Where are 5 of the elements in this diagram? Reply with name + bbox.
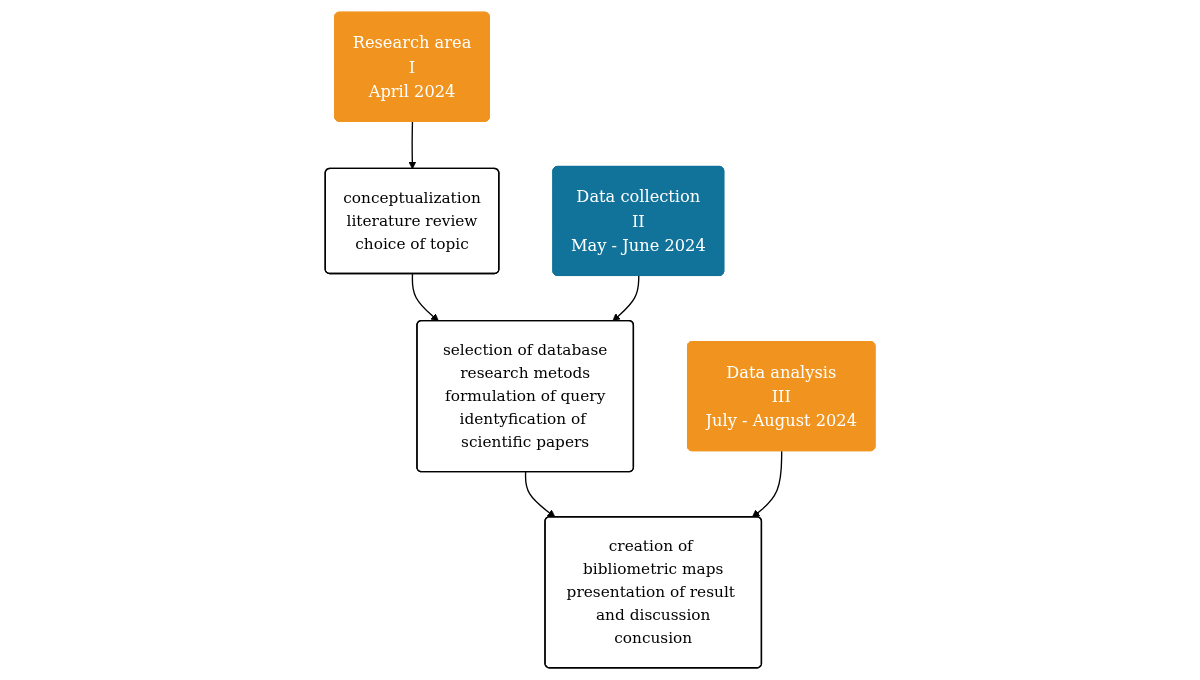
arrow xyxy=(751,450,783,518)
arrow xyxy=(612,275,640,322)
arrow xyxy=(408,121,417,170)
arrow xyxy=(411,273,439,322)
arrow xyxy=(524,471,556,518)
